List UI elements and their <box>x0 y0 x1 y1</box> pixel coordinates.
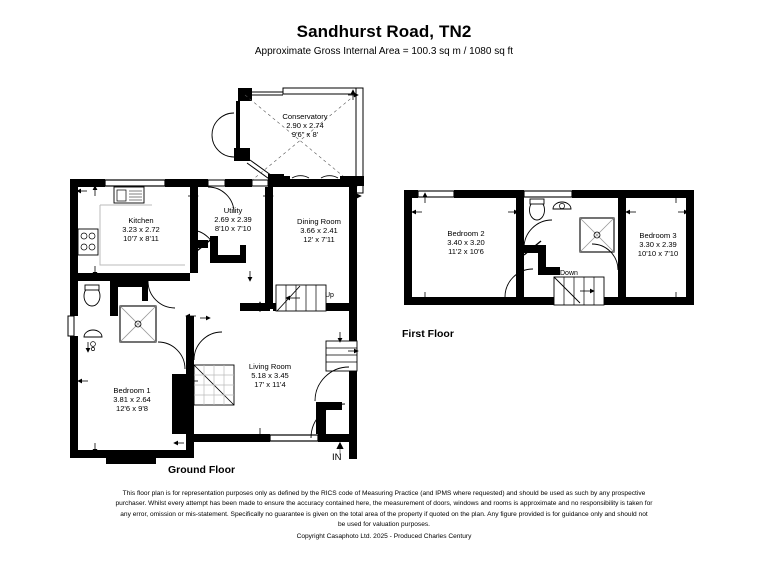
disclaimer-line-2: purchaser. Whilst every attempt has been… <box>115 500 653 508</box>
ground-door-arcs <box>147 186 350 439</box>
ground-dimension-arrows <box>76 185 362 455</box>
hall-cupboard <box>193 364 235 406</box>
room-metric-kitchen: 3.23 x 2.72 <box>122 225 160 235</box>
room-imperial-dining-room: 12' x 7'11 <box>303 235 335 245</box>
disclaimer: This floor plan is for representation pu… <box>40 489 728 542</box>
first-dimension-arrows <box>411 192 689 303</box>
room-imperial-living-room: 17' x 11'4 <box>254 380 286 390</box>
room-imperial-bedroom-3: 10'10 x 7'10 <box>637 249 679 259</box>
room-label-living-room: Living Room 5.18 x 3.45 17' x 11'4 <box>222 362 318 390</box>
room-label-bedroom-1: Bedroom 1 3.81 x 2.64 12'6 x 9'8 <box>85 386 179 414</box>
room-metric-dining-room: 3.66 x 2.41 <box>300 226 338 236</box>
stairs-down-label: Down <box>560 270 578 277</box>
floor-label-ground: Ground Floor <box>168 464 236 476</box>
first-stairs-down <box>553 276 605 306</box>
room-imperial-kitchen: 10'7 x 8'11 <box>123 234 159 244</box>
room-name-bedroom-2: Bedroom 2 <box>447 229 485 238</box>
room-label-kitchen: Kitchen 3.23 x 2.72 10'7 x 8'11 <box>93 216 189 244</box>
disclaimer-line-3: any error, omission or mis-statement. Sp… <box>120 510 648 518</box>
room-imperial-bedroom-1: 12'6 x 9'8 <box>115 404 149 414</box>
room-metric-bedroom-3: 3.30 x 2.39 <box>639 240 677 250</box>
disclaimer-line-1: This floor plan is for representation pu… <box>122 490 646 497</box>
room-label-bedroom-3: Bedroom 3 3.30 x 2.39 10'10 x 7'10 <box>610 231 706 259</box>
room-label-utility: Utility 2.69 x 2.39 8'10 x 7'10 <box>194 206 272 234</box>
room-imperial-conservatory: 9'6" x 8' <box>291 130 319 140</box>
copyright-line: Copyright Casaphoto Ltd. 2025 - Produced… <box>296 532 472 540</box>
room-imperial-utility: 8'10 x 7'10 <box>214 224 252 234</box>
room-metric-bedroom-1: 3.81 x 2.64 <box>113 395 151 405</box>
stairs-up-label: Up <box>325 292 334 299</box>
first-floor-plan <box>404 190 694 306</box>
page-subtitle: Approximate Gross Internal Area = 100.3 … <box>254 46 514 57</box>
entrance-label: IN <box>332 452 342 463</box>
room-name-kitchen: Kitchen <box>128 216 154 225</box>
room-metric-conservatory: 2.90 x 2.74 <box>286 121 324 131</box>
floor-label-first: First Floor <box>402 328 454 340</box>
disclaimer-line-4: be used for valuation purposes. <box>337 521 430 529</box>
room-metric-living-room: 5.18 x 3.45 <box>251 371 289 381</box>
room-name-dining-room: Dining Room <box>297 217 341 226</box>
page-title: Sandhurst Road, TN2 <box>296 22 472 41</box>
ground-floor-plan <box>67 87 364 464</box>
room-name-utility: Utility <box>223 206 243 215</box>
room-imperial-bedroom-2: 11'2 x 10'6 <box>448 247 484 257</box>
room-label-dining-room: Dining Room 3.66 x 2.41 12' x 7'11 <box>272 217 366 245</box>
room-name-bedroom-3: Bedroom 3 <box>639 231 677 240</box>
room-metric-bedroom-2: 3.40 x 3.20 <box>447 238 485 248</box>
header: Sandhurst Road, TN2 Approximate Gross In… <box>0 0 768 58</box>
room-metric-utility: 2.69 x 2.39 <box>214 215 252 225</box>
room-name-living-room: Living Room <box>248 362 292 371</box>
first-bathroom-fixtures <box>529 198 615 253</box>
room-label-bedroom-2: Bedroom 2 3.40 x 3.20 11'2 x 10'6 <box>418 229 514 257</box>
ground-stairs-up <box>275 284 358 372</box>
room-name-bedroom-1: Bedroom 1 <box>113 386 151 395</box>
conservatory-room <box>211 87 364 194</box>
ground-bathroom-fixtures <box>83 284 157 351</box>
room-name-conservatory: Conservatory <box>282 112 328 121</box>
room-label-conservatory: Conservatory 2.90 x 2.74 9'6" x 8' <box>255 112 355 140</box>
kitchen-fixtures <box>77 186 185 266</box>
ground-floor-walls <box>67 174 357 464</box>
first-door-arcs <box>504 219 619 298</box>
